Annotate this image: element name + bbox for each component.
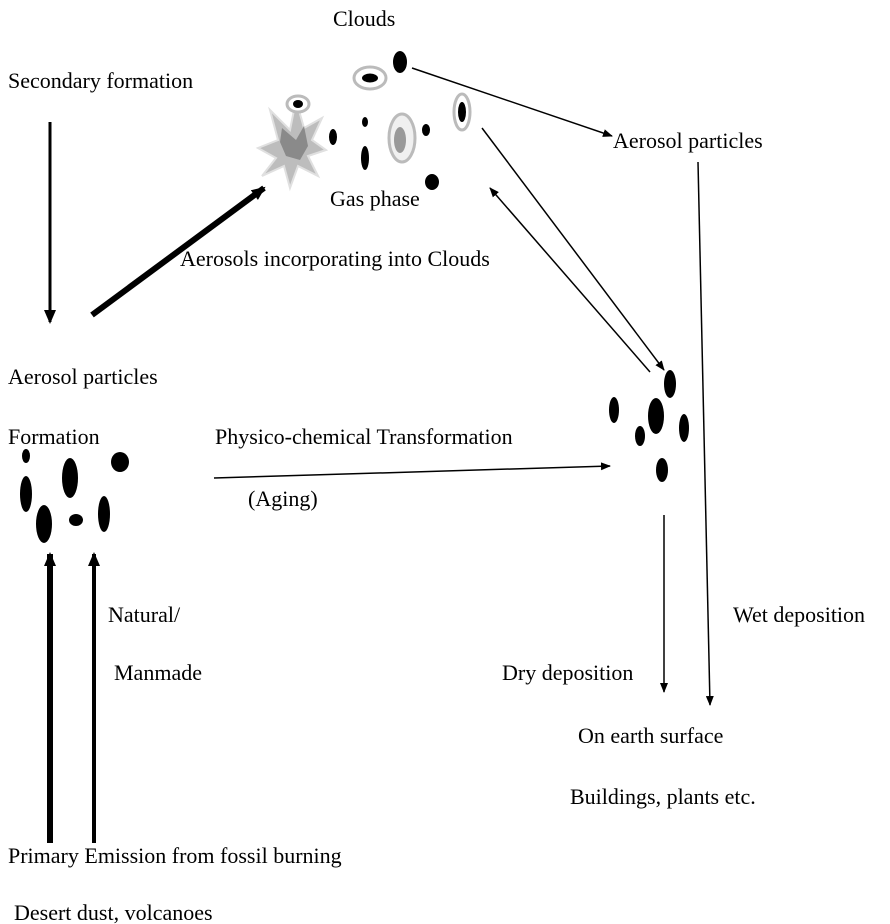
- aged-particles: [609, 370, 689, 482]
- dry-deposition-label: Dry deposition: [502, 660, 634, 685]
- cloud-droplets: [285, 65, 472, 164]
- clouds-label: Clouds: [333, 6, 396, 31]
- wet-deposition-arrow: [697, 161, 714, 706]
- aerosols-into-clouds-label: Aerosols incorporating into Clouds: [180, 246, 490, 271]
- gas-phase-particles: [329, 51, 439, 190]
- natural-label: Natural/: [108, 602, 181, 627]
- clouds-to-aerosol-arrow: [411, 67, 613, 137]
- formation-label: Formation: [8, 424, 100, 449]
- primary-emission-label: Primary Emission from fossil burning: [8, 843, 342, 868]
- formation-particles: [20, 449, 129, 543]
- aging-arrow: [213, 462, 611, 479]
- aerosols-to-clouds-arrow: [90, 185, 266, 318]
- earth-surface-label: On earth surface: [578, 723, 724, 748]
- wet-deposition-label: Wet deposition: [733, 602, 866, 627]
- clouds-to-aged-arrow: [481, 127, 665, 371]
- aerosol-particles-top-label: Aerosol particles: [613, 128, 763, 153]
- physico-chemical-label: Physico-chemical Transformation: [215, 424, 513, 449]
- buildings-label: Buildings, plants etc.: [570, 784, 756, 809]
- gas-phase-label: Gas phase: [330, 186, 420, 211]
- desert-dust-label: Desert dust, volcanoes: [14, 900, 213, 924]
- manmade-label: Manmade: [114, 660, 202, 685]
- secondary-formation-label: Secondary formation: [8, 68, 194, 93]
- aging-label: (Aging): [248, 486, 318, 511]
- gas-phase-starburst: [255, 99, 329, 192]
- aged-to-clouds-arrow: [489, 187, 651, 373]
- aerosol-particles-left-label: Aerosol particles: [8, 364, 158, 389]
